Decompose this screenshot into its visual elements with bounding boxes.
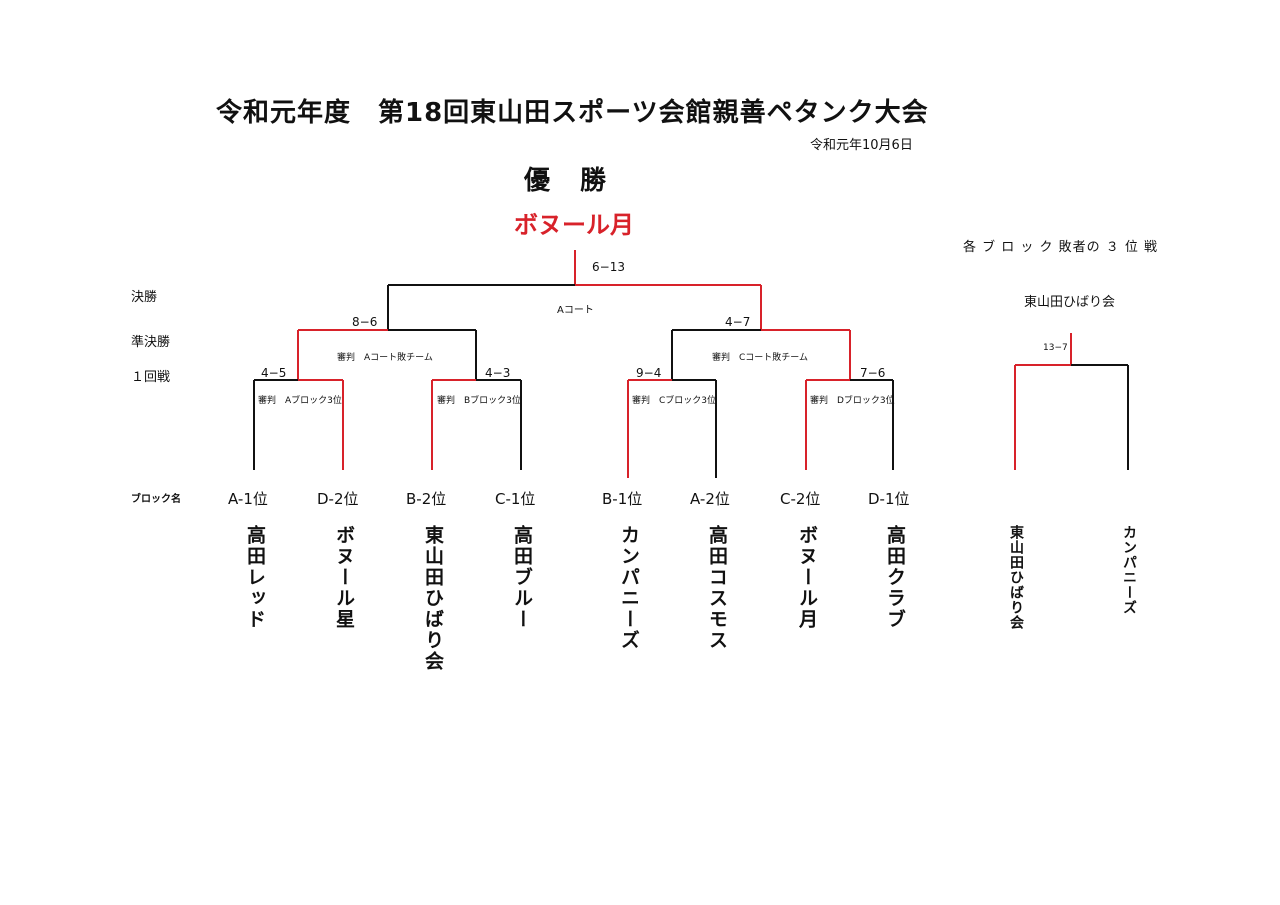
seed-label: B-1位 <box>602 490 643 508</box>
round-label-block: ブロック名 <box>131 494 181 505</box>
seed-label: C-2位 <box>780 490 821 508</box>
team-name: 高田コスモス <box>706 525 728 651</box>
seed-label: A-2位 <box>690 490 730 508</box>
m4-referee: 審判 Dブロック3位 <box>810 396 895 406</box>
final-score: 6−13 <box>592 260 625 274</box>
team-name: 高田レッド <box>244 525 266 630</box>
final-court: Aコート <box>557 305 594 316</box>
third-place-team: カンパニーズ <box>1121 525 1137 615</box>
team-name: 東山田ひばり会 <box>422 525 444 672</box>
round-label-final: 決勝 <box>131 290 158 305</box>
third-place-team: 東山田ひばり会 <box>1008 525 1024 630</box>
page-title: 令和元年度 第18回東山田スポーツ会館親善ペタンク大会 <box>216 98 929 128</box>
third-place-title: 各 ブ ロ ッ ク 敗者の ３ 位 戦 <box>963 240 1159 255</box>
round-label-semi: 準決勝 <box>131 335 171 350</box>
semi-left-score: 8−6 <box>352 315 378 329</box>
team-name: 高田ブルー <box>511 525 533 630</box>
seed-label: A-1位 <box>228 490 268 508</box>
m1-referee: 審判 Aブロック3位 <box>258 396 342 406</box>
m2-score: 4−3 <box>485 366 511 380</box>
team-name: ボヌール星 <box>333 525 355 630</box>
m3-score: 9−4 <box>636 366 662 380</box>
m1-score: 4−5 <box>261 366 287 380</box>
third-place-winner: 東山田ひばり会 <box>1024 295 1116 310</box>
champion-label: 優 勝 <box>524 166 609 196</box>
seed-label: D-2位 <box>317 490 359 508</box>
event-date: 令和元年10月6日 <box>810 138 913 153</box>
m3-referee: 審判 Cブロック3位 <box>632 396 717 406</box>
team-name: カンパニーズ <box>618 525 640 651</box>
seed-label: D-1位 <box>868 490 910 508</box>
m4-score: 7−6 <box>860 366 886 380</box>
third-place-score: 13−7 <box>1043 343 1068 353</box>
semi-left-referee: 審判 Aコート敗チーム <box>337 353 433 363</box>
champion-team: ボヌール月 <box>514 211 634 239</box>
m2-referee: 審判 Bブロック3位 <box>437 396 521 406</box>
seed-label: C-1位 <box>495 490 536 508</box>
seed-label: B-2位 <box>406 490 447 508</box>
round-label-first: １回戦 <box>131 370 171 385</box>
team-name: 高田クラブ <box>884 525 906 630</box>
team-name: ボヌール月 <box>796 525 818 630</box>
semi-right-score: 4−7 <box>725 315 751 329</box>
semi-right-referee: 審判 Cコート敗チーム <box>712 353 809 363</box>
